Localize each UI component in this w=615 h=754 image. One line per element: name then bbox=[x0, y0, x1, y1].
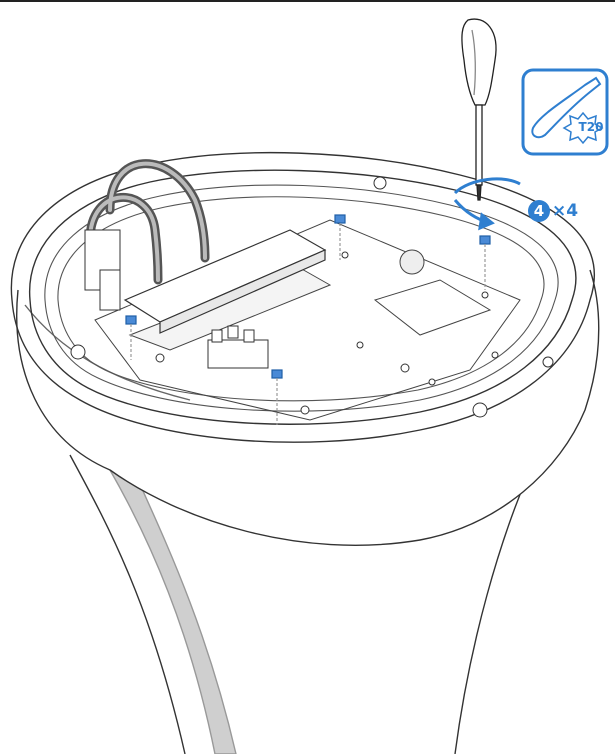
rotation-arrow bbox=[453, 177, 521, 231]
quantity-label: ×4 bbox=[552, 201, 579, 221]
rim-bolts bbox=[70, 176, 554, 418]
inner-seal bbox=[44, 184, 559, 412]
terminal-block bbox=[84, 229, 269, 369]
circuit-board bbox=[123, 229, 327, 334]
tool-badge bbox=[521, 68, 609, 156]
tool-bit-label: T20 bbox=[578, 120, 604, 134]
screwdriver bbox=[461, 18, 497, 201]
screw-3 bbox=[125, 315, 137, 360]
top-border bbox=[0, 0, 615, 2]
screw-1 bbox=[334, 214, 346, 260]
screws bbox=[125, 214, 491, 425]
step-number-badge: 4 bbox=[528, 200, 550, 222]
screw-4 bbox=[271, 369, 283, 425]
screw-2 bbox=[479, 235, 491, 290]
pedestal bbox=[69, 454, 531, 754]
